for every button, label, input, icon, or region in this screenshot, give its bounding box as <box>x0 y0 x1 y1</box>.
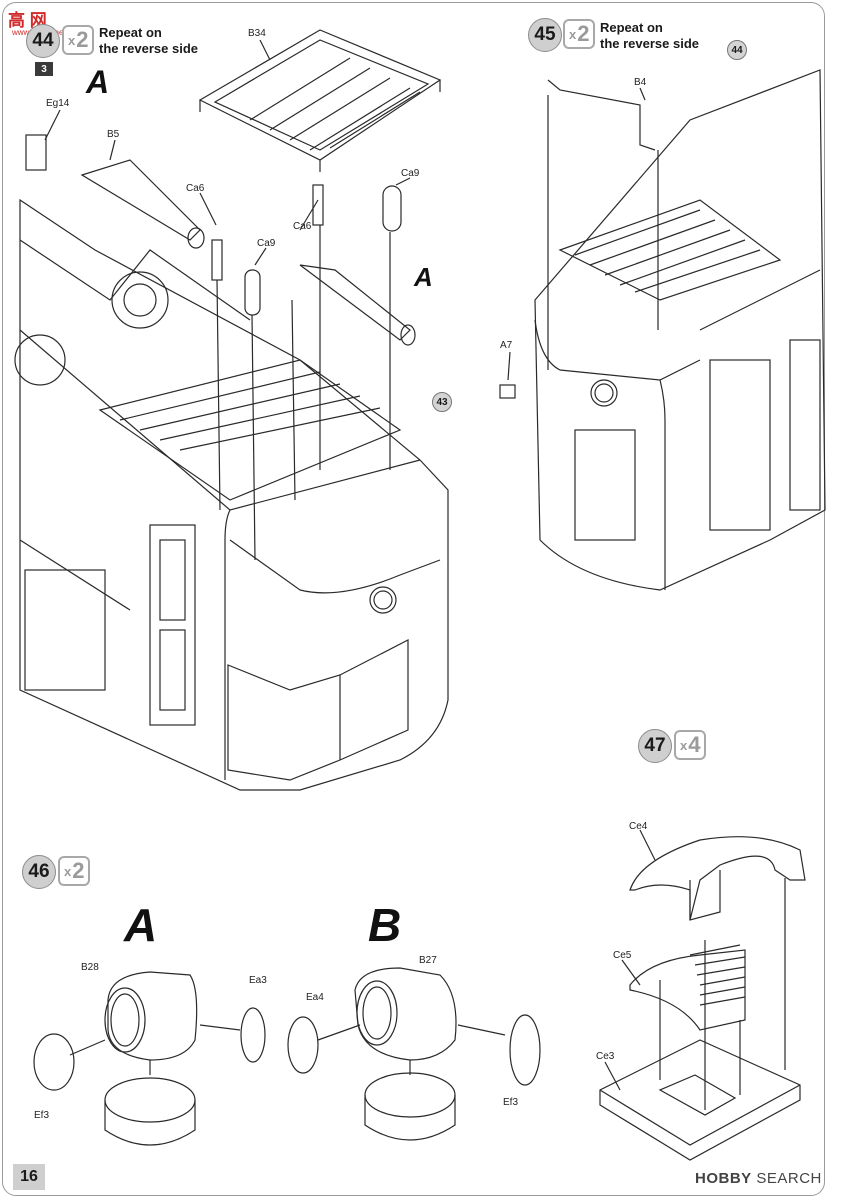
mult-x: x <box>569 26 577 42</box>
step-47-circle: 47 <box>638 729 672 763</box>
step-46-circle: 46 <box>22 855 56 889</box>
mult-n: 2 <box>76 27 89 52</box>
brand-rest: SEARCH <box>756 1170 822 1187</box>
ref-badge-44: 44 <box>727 40 747 60</box>
tram-body-left-drawing <box>14 198 449 791</box>
page-border <box>2 2 825 1196</box>
part-label-eg14: Eg14 <box>46 98 70 109</box>
mult-x: x <box>68 32 76 48</box>
part-label-b27: B27 <box>419 955 437 966</box>
part-label-ce3: Ce3 <box>596 1051 615 1062</box>
note-line: the reverse side <box>600 36 700 51</box>
part-label-ca6-left: Ca6 <box>186 183 205 194</box>
tram-body-right-drawing <box>499 69 826 591</box>
part-label-ef3-right: Ef3 <box>503 1097 519 1108</box>
part-label-ea3: Ea3 <box>249 975 267 986</box>
roof-rack-b34-drawing <box>198 29 442 172</box>
part-label-ea4: Ea4 <box>306 992 324 1003</box>
part-label-b28: B28 <box>81 962 99 973</box>
mult-n: 4 <box>688 732 701 757</box>
section-badge: 3 <box>35 62 53 76</box>
mult-n: 2 <box>72 858 85 883</box>
part-label-a7: A7 <box>500 340 513 351</box>
part-label-ca9-right: Ca9 <box>401 168 420 179</box>
mult-x: x <box>680 737 688 753</box>
note-line: the reverse side <box>99 41 199 56</box>
callout-b-lamp: B <box>368 899 402 951</box>
callout-a-top: A <box>86 64 110 100</box>
step-44-circle: 44 <box>26 24 60 58</box>
step-45-circle: 45 <box>528 18 562 52</box>
brand-bold: HOBBY <box>695 1170 752 1187</box>
lamp-a-drawing <box>33 971 266 1146</box>
mult-x: x <box>64 863 72 879</box>
note-line: Repeat on <box>600 20 663 35</box>
vent-assembly-drawing <box>599 829 806 1161</box>
callout-a-mid: A <box>414 262 433 292</box>
note-line: Repeat on <box>99 25 162 40</box>
part-label-b5: B5 <box>107 129 120 140</box>
ref-badge-43: 43 <box>432 392 452 412</box>
mult-n: 2 <box>577 21 590 46</box>
watermark-brand: HOBBY SEARCH <box>695 1170 822 1187</box>
part-label-ce5: Ce5 <box>613 950 632 961</box>
part-label-ef3-left: Ef3 <box>34 1110 50 1121</box>
part-label-ce4: Ce4 <box>629 821 648 832</box>
page-number: 16 <box>13 1164 45 1190</box>
lamp-b-drawing <box>287 967 541 1141</box>
callout-a-lamp: A <box>124 899 158 951</box>
part-label-ca9-left: Ca9 <box>257 238 276 249</box>
part-label-b34: B34 <box>248 28 266 39</box>
part-label-b4: B4 <box>634 77 647 88</box>
